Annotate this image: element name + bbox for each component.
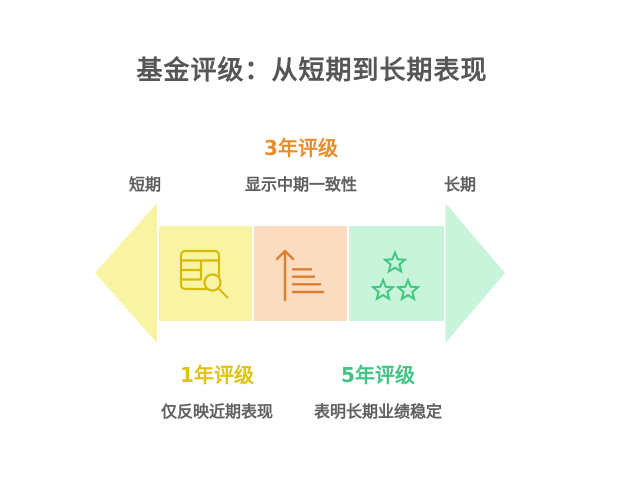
one-year-rating-description: 仅反映近期表现 <box>160 402 273 421</box>
right-arrowhead <box>445 203 505 343</box>
left-arrowhead <box>95 203 157 343</box>
table-search-icon <box>179 249 229 299</box>
one-year-rating-label: 1年评级 <box>180 363 254 387</box>
long-term-label: 长期 <box>443 175 476 194</box>
short-term-label: 短期 <box>128 175 161 194</box>
segment-1-year <box>159 226 252 321</box>
page-title: 基金评级：从短期到长期表现 <box>136 56 488 86</box>
timeline-arrow-graphic <box>95 203 505 343</box>
five-year-rating-description: 表明长期业绩稳定 <box>313 402 442 421</box>
segment-5-year <box>349 226 444 321</box>
segment-3-year <box>254 226 347 321</box>
three-year-rating-label: 3年评级 <box>264 136 338 160</box>
five-year-rating-label: 5年评级 <box>341 363 415 387</box>
three-year-rating-description: 显示中期一致性 <box>244 175 357 194</box>
sort-ascending-arrow-icon <box>275 249 325 302</box>
